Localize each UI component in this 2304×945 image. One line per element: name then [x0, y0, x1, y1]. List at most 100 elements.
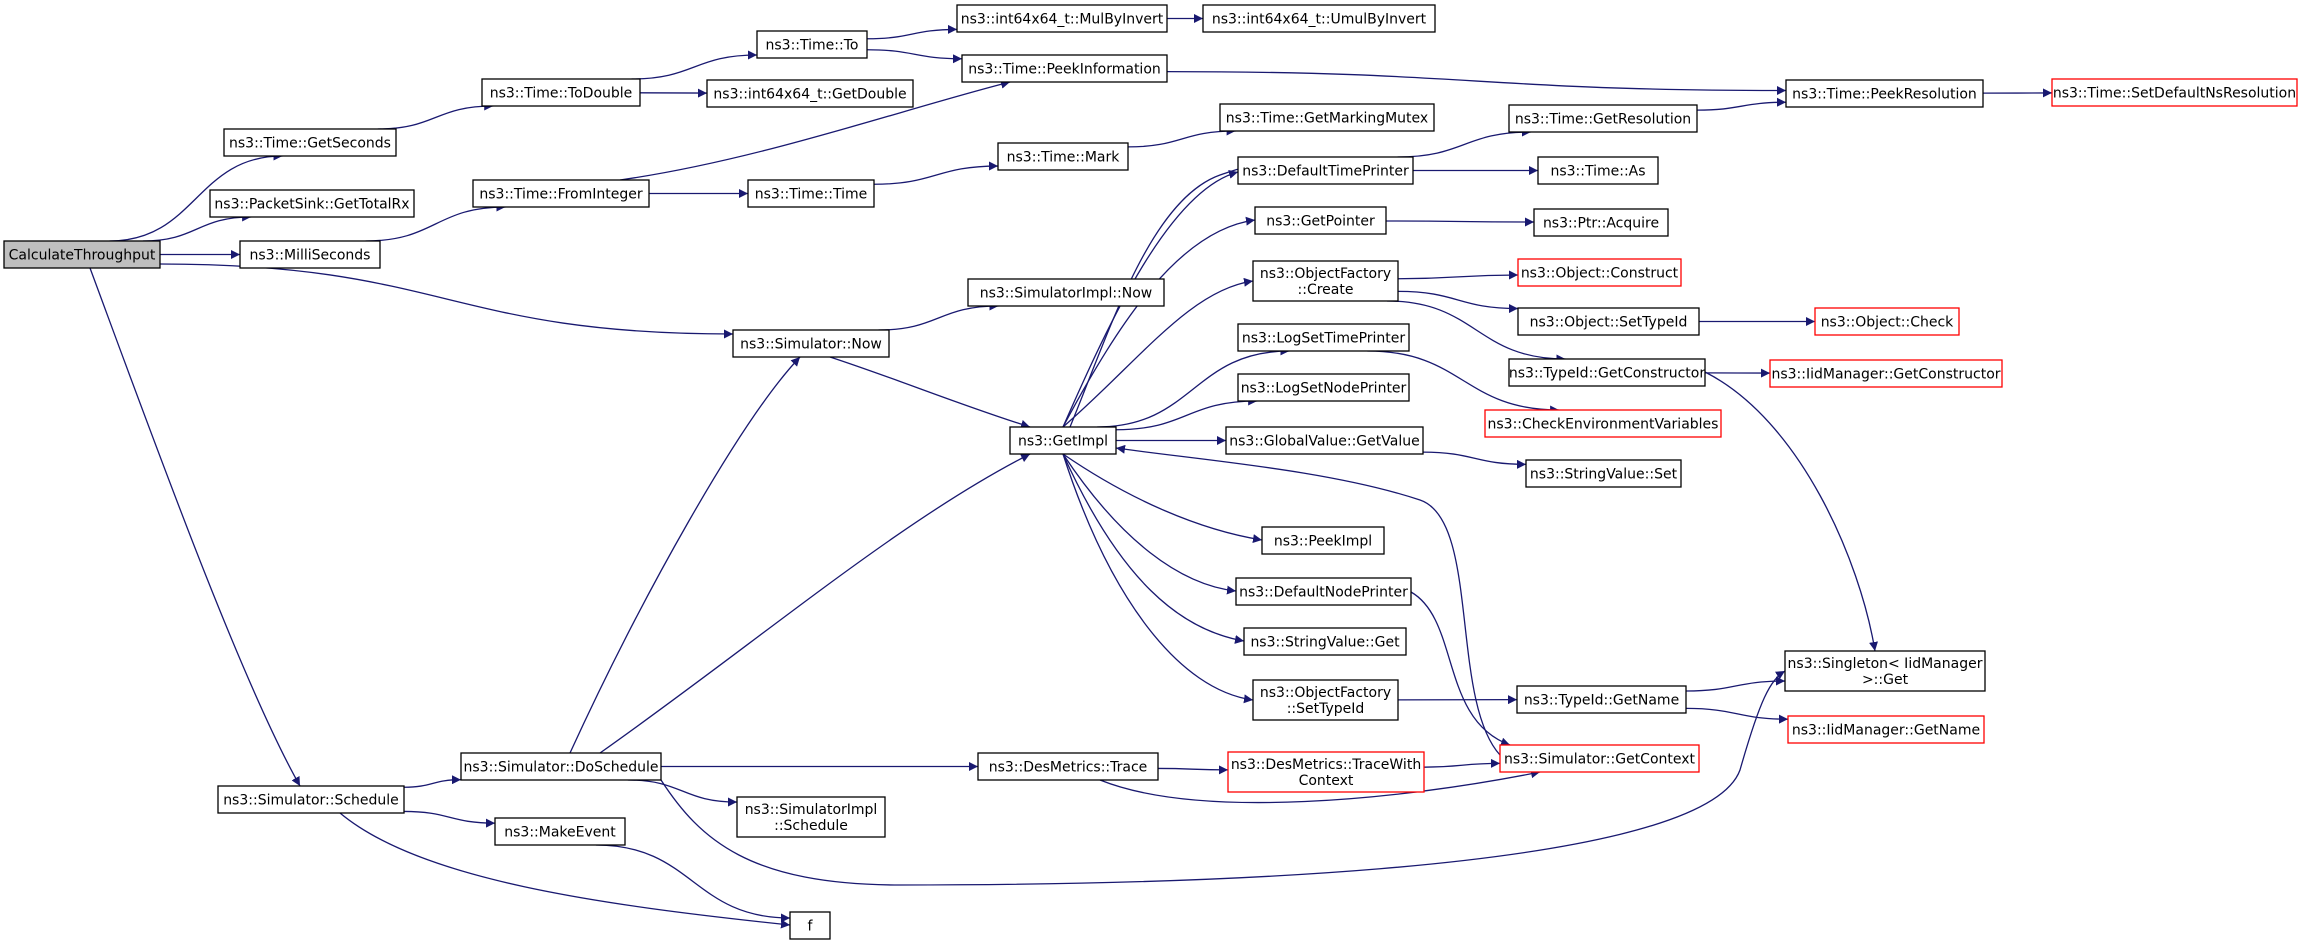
node-box[interactable]: [1517, 307, 1700, 336]
node-box[interactable]: [217, 785, 405, 814]
node-calc[interactable]: CalculateThroughput: [3, 240, 161, 269]
node-fromInteger[interactable]: ns3::Time::FromInteger: [472, 179, 650, 208]
node-typeIdGetCtor[interactable]: ns3::TypeId::GetConstructor: [1508, 358, 1706, 387]
node-milliSeconds[interactable]: ns3::MilliSeconds: [239, 240, 381, 269]
node-simNow[interactable]: ns3::Simulator::Now: [732, 329, 890, 358]
node-box[interactable]: [2051, 78, 2298, 107]
node-box[interactable]: [1533, 208, 1669, 237]
node-box[interactable]: [961, 54, 1168, 83]
node-box[interactable]: [1499, 744, 1700, 773]
node-int64GetDouble[interactable]: ns3::int64x64_t::GetDouble: [706, 79, 914, 108]
node-box[interactable]: [1769, 359, 2003, 388]
node-box[interactable]: [1525, 459, 1682, 488]
node-box[interactable]: [967, 278, 1165, 307]
node-peekInfo[interactable]: ns3::Time::PeekInformation: [961, 54, 1168, 83]
node-box[interactable]: [1508, 104, 1698, 133]
node-box[interactable]: [1243, 627, 1407, 656]
node-box[interactable]: [732, 329, 890, 358]
node-iidGetName[interactable]: ns3::IidManager::GetName: [1787, 715, 1985, 744]
node-ofCreate[interactable]: ns3::ObjectFactory::Create: [1252, 260, 1399, 302]
node-ofSetTypeId[interactable]: ns3::ObjectFactory::SetTypeId: [1252, 679, 1399, 721]
node-timeTime[interactable]: ns3::Time::Time: [747, 179, 875, 208]
node-box[interactable]: [977, 752, 1159, 781]
node-box[interactable]: [756, 30, 868, 59]
node-svSet[interactable]: ns3::StringValue::Set: [1525, 459, 1682, 488]
node-box[interactable]: [789, 911, 831, 940]
node-box[interactable]: [1009, 426, 1117, 455]
node-box[interactable]: [1252, 260, 1399, 302]
node-logSetTime[interactable]: ns3::LogSetTimePrinter: [1237, 323, 1410, 352]
node-box[interactable]: [472, 179, 650, 208]
node-box[interactable]: [1814, 307, 1960, 336]
node-f[interactable]: f: [789, 911, 831, 940]
node-box[interactable]: [460, 752, 662, 781]
node-box[interactable]: [223, 128, 397, 157]
node-getContext[interactable]: ns3::Simulator::GetContext: [1499, 744, 1700, 773]
node-getSeconds[interactable]: ns3::Time::GetSeconds: [223, 128, 397, 157]
node-defNodePrinter[interactable]: ns3::DefaultNodePrinter: [1235, 577, 1412, 606]
node-box[interactable]: [1225, 426, 1424, 455]
node-timeTo[interactable]: ns3::Time::To: [756, 30, 868, 59]
node-mulByInvert[interactable]: ns3::int64x64_t::MulByInvert: [956, 4, 1168, 33]
node-box[interactable]: [1785, 79, 1984, 108]
node-box[interactable]: [747, 179, 875, 208]
node-timeAs[interactable]: ns3::Time::As: [1537, 156, 1659, 185]
node-getResolution[interactable]: ns3::Time::GetResolution: [1508, 104, 1698, 133]
node-markingMutex[interactable]: ns3::Time::GetMarkingMutex: [1219, 103, 1435, 132]
node-box[interactable]: [1537, 156, 1659, 185]
node-umulByInvert[interactable]: ns3::int64x64_t::UmulByInvert: [1202, 4, 1436, 33]
node-box[interactable]: [239, 240, 381, 269]
node-packetSink[interactable]: ns3::PacketSink::GetTotalRx: [209, 189, 415, 218]
node-box[interactable]: [1237, 156, 1414, 185]
node-simImplNow[interactable]: ns3::SimulatorImpl::Now: [967, 278, 1165, 307]
node-box[interactable]: [209, 189, 415, 218]
node-box[interactable]: [3, 240, 161, 269]
node-svGet[interactable]: ns3::StringValue::Get: [1243, 627, 1407, 656]
node-box[interactable]: [1219, 103, 1435, 132]
node-simImplSchedule[interactable]: ns3::SimulatorImpl::Schedule: [736, 796, 886, 838]
node-getImpl[interactable]: ns3::GetImpl: [1009, 426, 1117, 455]
node-box[interactable]: [1517, 258, 1682, 287]
node-box[interactable]: [1516, 685, 1687, 714]
node-peekImpl[interactable]: ns3::PeekImpl: [1261, 526, 1385, 555]
node-box[interactable]: [1252, 679, 1399, 721]
node-getPointer[interactable]: ns3::GetPointer: [1254, 206, 1387, 235]
node-box[interactable]: [1237, 323, 1410, 352]
node-box[interactable]: [1237, 373, 1410, 402]
node-box[interactable]: [706, 79, 914, 108]
node-box[interactable]: [1202, 4, 1436, 33]
node-schedule[interactable]: ns3::Simulator::Schedule: [217, 785, 405, 814]
node-timeMark[interactable]: ns3::Time::Mark: [997, 142, 1129, 171]
node-box[interactable]: [1508, 358, 1706, 387]
node-checkEnv[interactable]: ns3::CheckEnvironmentVariables: [1484, 409, 1722, 438]
node-gvGetValue[interactable]: ns3::GlobalValue::GetValue: [1225, 426, 1424, 455]
node-toDouble[interactable]: ns3::Time::ToDouble: [481, 78, 641, 107]
node-desTrace[interactable]: ns3::DesMetrics::Trace: [977, 752, 1159, 781]
node-box[interactable]: [1784, 650, 1986, 692]
node-iidGetCtor[interactable]: ns3::IidManager::GetConstructor: [1769, 359, 2003, 388]
node-ptrAcquire[interactable]: ns3::Ptr::Acquire: [1533, 208, 1669, 237]
node-typeIdGetName[interactable]: ns3::TypeId::GetName: [1516, 685, 1687, 714]
node-logSetNode[interactable]: ns3::LogSetNodePrinter: [1237, 373, 1410, 402]
node-box[interactable]: [956, 4, 1168, 33]
node-peekResolution[interactable]: ns3::Time::PeekResolution: [1785, 79, 1984, 108]
node-box[interactable]: [1484, 409, 1722, 438]
node-objCheck[interactable]: ns3::Object::Check: [1814, 307, 1960, 336]
node-box[interactable]: [1235, 577, 1412, 606]
node-box[interactable]: [1261, 526, 1385, 555]
node-box[interactable]: [736, 796, 886, 838]
node-objConstruct[interactable]: ns3::Object::Construct: [1517, 258, 1682, 287]
node-objSetTypeId[interactable]: ns3::Object::SetTypeId: [1517, 307, 1700, 336]
node-setDefaultNsRes[interactable]: ns3::Time::SetDefaultNsResolution: [2051, 78, 2298, 107]
node-box[interactable]: [494, 817, 626, 846]
node-makeEvent[interactable]: ns3::MakeEvent: [494, 817, 626, 846]
node-box[interactable]: [481, 78, 641, 107]
node-box[interactable]: [1787, 715, 1985, 744]
node-box[interactable]: [1227, 751, 1425, 793]
node-box[interactable]: [997, 142, 1129, 171]
node-defTimePrinter[interactable]: ns3::DefaultTimePrinter: [1237, 156, 1414, 185]
node-doSchedule[interactable]: ns3::Simulator::DoSchedule: [460, 752, 662, 781]
node-singletonGet[interactable]: ns3::Singleton< IidManager>::Get: [1784, 650, 1986, 692]
node-box[interactable]: [1254, 206, 1387, 235]
